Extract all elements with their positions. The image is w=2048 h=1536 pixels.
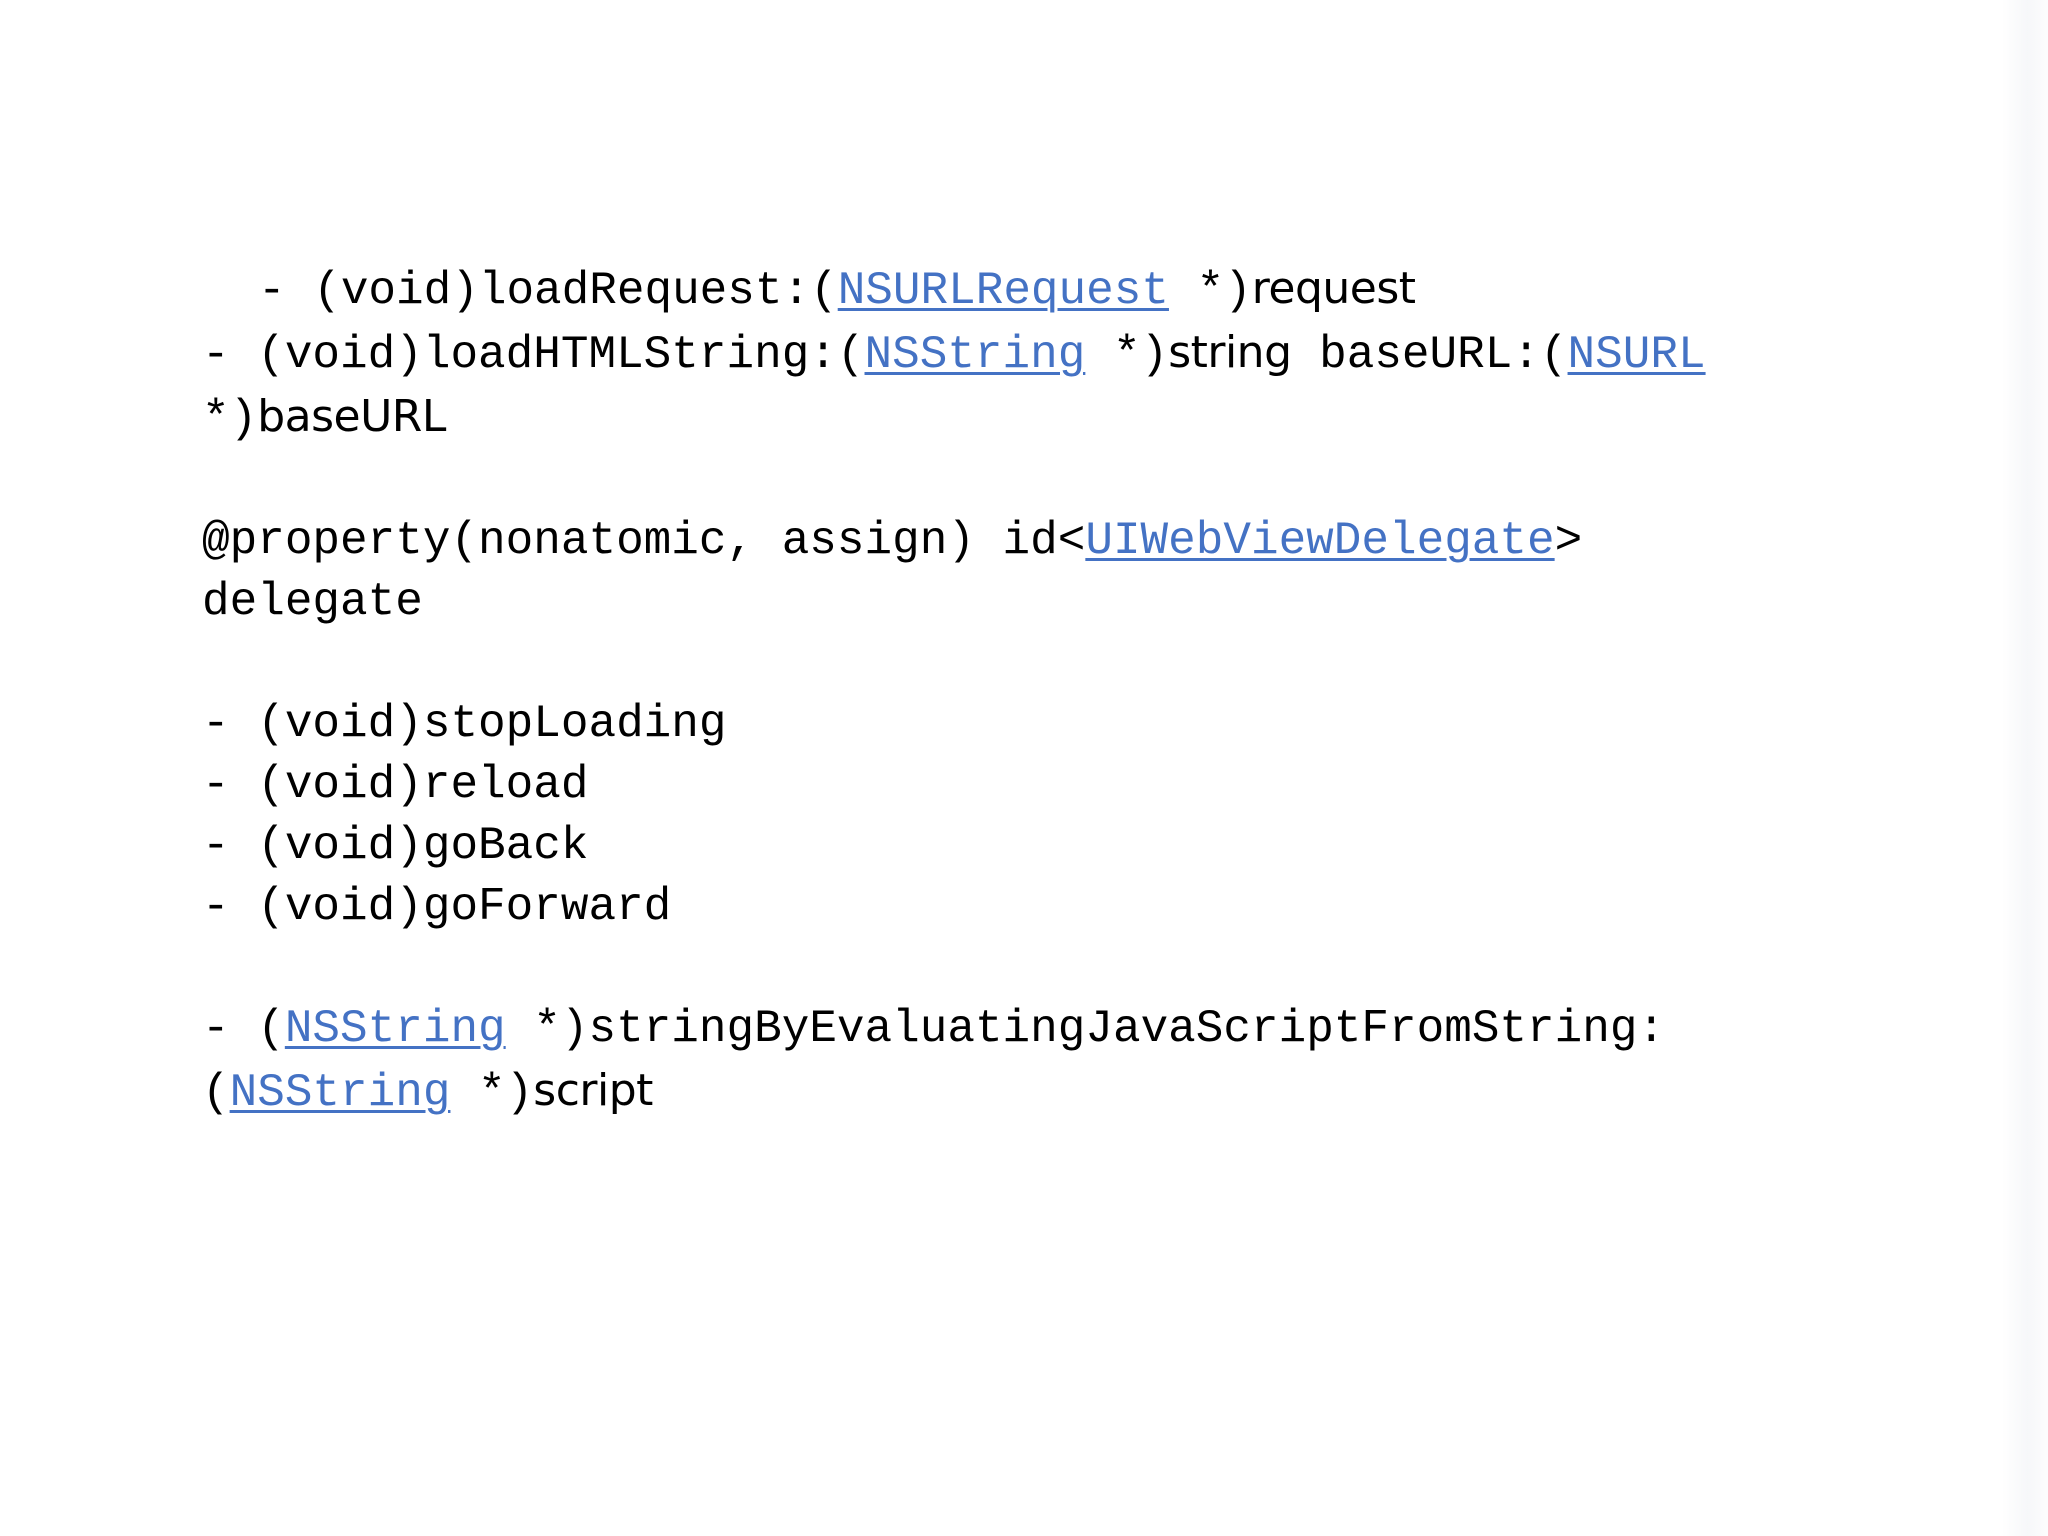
code-token: *) [202, 393, 258, 445]
code-token: baseURL:( [1291, 329, 1568, 381]
class-link-NSString[interactable]: NSString [864, 329, 1086, 381]
code-line-reload: - (void)reload [202, 755, 1902, 816]
code-line-property-delegate-wrap: delegate [202, 572, 1902, 633]
code-token: *) [450, 1067, 534, 1119]
class-link-UIWebViewDelegate[interactable]: UIWebViewDelegate [1085, 515, 1555, 567]
class-link-NSString[interactable]: NSString [284, 1003, 506, 1055]
code-token: ( [202, 1067, 230, 1119]
class-link-NSString[interactable]: NSString [229, 1067, 451, 1119]
code-token: - (void)loadHTMLString:( [202, 329, 865, 381]
code-blank-line [202, 938, 1902, 999]
code-line-go-back: - (void)goBack [202, 816, 1902, 877]
code-line-load-html-string-wrap: *)baseURL [202, 386, 1902, 450]
code-line-property-delegate: @property(nonatomic, assign) id<UIWebVie… [202, 511, 1902, 572]
code-line-stop-loading: - (void)stopLoading [202, 694, 1902, 755]
code-token: > [1554, 515, 1583, 567]
code-blank-line [202, 450, 1902, 511]
code-token-sans: baseURL [257, 391, 446, 442]
code-token: - (void)stopLoading [202, 698, 727, 750]
code-token: delegate [202, 576, 423, 628]
code-token: *) [1168, 265, 1252, 317]
code-token: @property(nonatomic, assign) id< [202, 515, 1086, 567]
code-token: - ( [202, 1003, 285, 1055]
class-link-NSURL[interactable]: NSURL [1567, 329, 1706, 381]
code-token: - (void)goForward [202, 881, 672, 933]
code-token-sans: string [1168, 327, 1292, 378]
code-token: *)stringByEvaluatingJavaScriptFromString… [505, 1003, 1666, 1055]
code-token: - (void)goBack [202, 820, 589, 872]
code-token-sans: script [533, 1065, 653, 1116]
code-token: - (void)loadRequest:( [258, 265, 838, 317]
code-line-load-request: - (void)loadRequest:(NSURLRequest *)requ… [202, 258, 1902, 322]
code-listing: - (void)loadRequest:(NSURLRequest *)requ… [202, 258, 1902, 1124]
code-token: - (void)reload [202, 759, 589, 811]
code-token: *) [1085, 329, 1169, 381]
code-line-string-by-evaluating: - (NSString *)stringByEvaluatingJavaScri… [202, 999, 1902, 1060]
code-blank-line [202, 633, 1902, 694]
code-line-load-html-string: - (void)loadHTMLString:(NSString *)strin… [202, 322, 1902, 386]
code-token-sans: request [1251, 263, 1416, 314]
code-line-string-by-evaluating-wrap: (NSString *)script [202, 1060, 1902, 1124]
slide-right-edge-shading [2002, 0, 2048, 1536]
code-line-go-forward: - (void)goForward [202, 877, 1902, 938]
class-link-NSURLRequest[interactable]: NSURLRequest [837, 265, 1169, 317]
